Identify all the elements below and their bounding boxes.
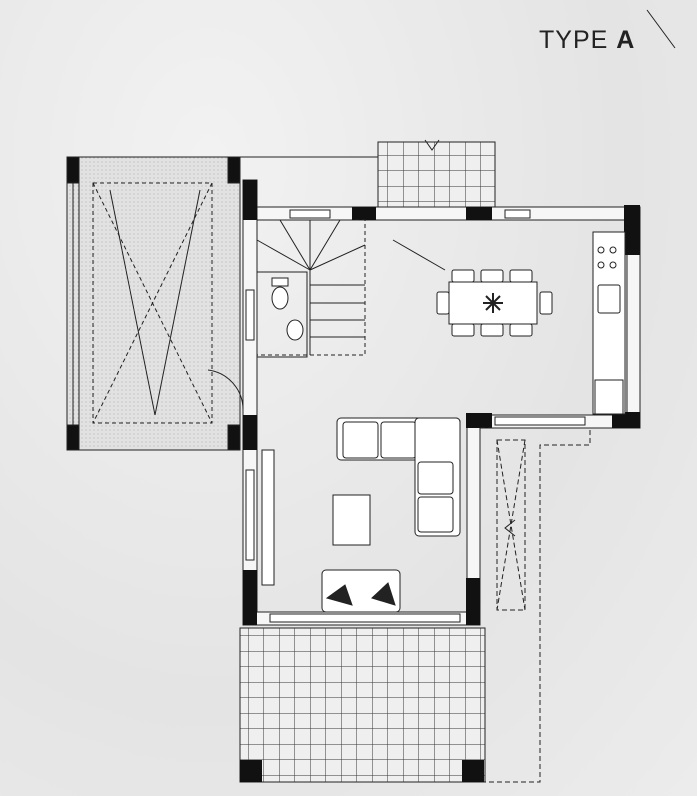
dining-set <box>436 269 553 337</box>
type-label: TYPE <box>539 26 609 54</box>
walls <box>207 179 641 626</box>
staircase <box>256 219 366 356</box>
title-slash <box>646 9 676 49</box>
side-path <box>480 427 591 783</box>
kitchen-counter <box>592 231 626 415</box>
entry-arrow-icon <box>424 139 440 151</box>
plan-type-title: TYPE A <box>539 26 635 55</box>
sink-icon <box>286 319 304 341</box>
terrace <box>239 627 486 783</box>
toilet-icon <box>271 286 289 310</box>
coffee-table <box>332 494 371 546</box>
kitchen-sink-icon <box>597 284 621 314</box>
living-furniture <box>321 417 461 613</box>
carport <box>66 156 495 451</box>
type-letter: A <box>616 26 636 54</box>
wc <box>256 271 308 358</box>
